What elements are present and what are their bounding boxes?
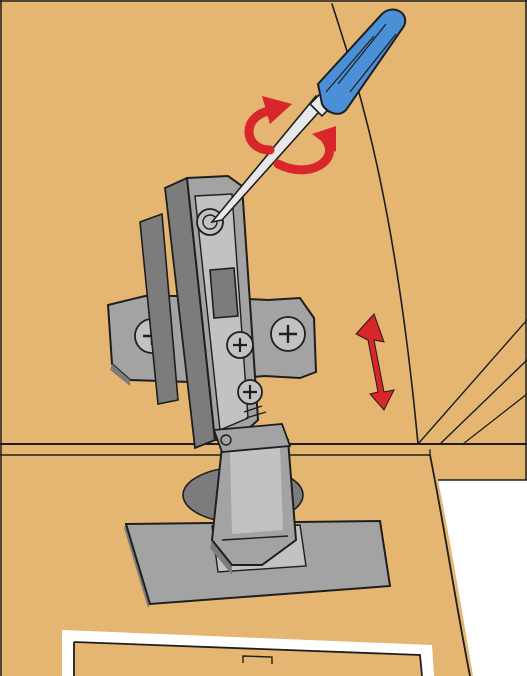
hinge-body — [139, 174, 292, 453]
door-gap — [438, 480, 527, 676]
up-down-arrow-icon — [355, 313, 395, 411]
rotate-arrows-icon — [244, 96, 336, 175]
hinge-arm — [210, 438, 298, 575]
drawer-front — [62, 630, 434, 676]
cabinet-panel-edges — [0, 3, 527, 676]
screwdriver-icon — [209, 8, 407, 224]
